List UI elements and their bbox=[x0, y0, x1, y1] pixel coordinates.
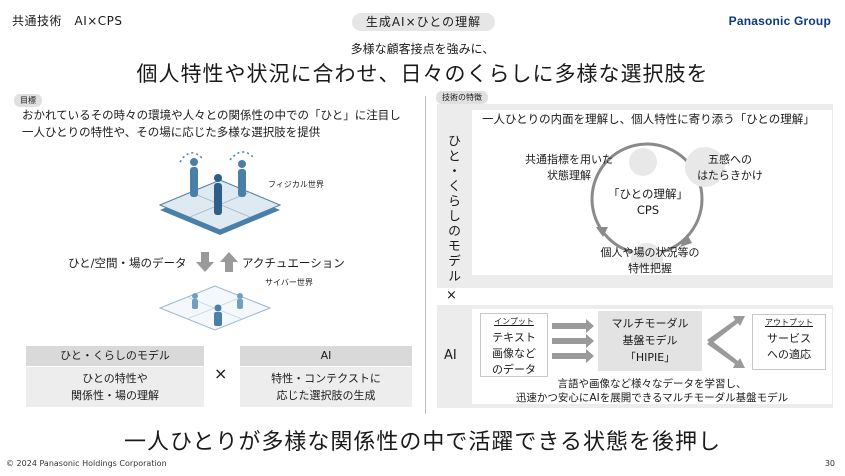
goal-text: おかれているその時々の環境や人々との関係性の中での「ひと」に注目し 一人ひとりの… bbox=[22, 107, 401, 141]
avatar-figure-3 bbox=[237, 293, 243, 309]
footer-copyright: © 2024 Panasonic Holdings Corporation bbox=[6, 459, 167, 468]
human-model-caption: 一人ひとりの内面を理解し、個人特性に寄り添う「ひとの理解」 bbox=[482, 112, 815, 126]
node-right-line-1: 五感への bbox=[708, 153, 752, 166]
cyber-world-illustration bbox=[158, 285, 272, 331]
model-line-1: マルチモーダル bbox=[611, 317, 689, 330]
model-box-header: ひと・くらしのモデル bbox=[26, 346, 204, 366]
node-bubble bbox=[631, 243, 663, 267]
node-characteristics: 個人や場の状況等の 特性把握 bbox=[580, 245, 720, 277]
physical-world-illustration bbox=[158, 151, 282, 235]
data-actuation-arrows bbox=[196, 252, 238, 272]
hipie-model-box: マルチモーダル 基盤モデル 「HIPIE」 bbox=[598, 311, 702, 371]
person-figure-1 bbox=[190, 158, 198, 197]
output-box: アウトプット サービス への適応 bbox=[752, 314, 826, 370]
center-line-1: 「ひとの理解」 bbox=[607, 187, 689, 201]
center-line-2: CPS bbox=[636, 203, 660, 217]
model-line-2: 基盤モデル bbox=[622, 334, 678, 347]
human-model-vertical-label: ひと・くらしのモデル bbox=[445, 134, 460, 284]
node-bubble bbox=[685, 147, 725, 187]
arrow-right-icon bbox=[552, 334, 594, 348]
goal-text-line-1: おかれているその時々の環境や人々との関係性の中での「ひと」に注目し bbox=[22, 108, 401, 122]
input-box: インプット テキスト 画像など のデータ bbox=[480, 313, 548, 377]
header-left-label: 共通技術 AI×CPS bbox=[12, 14, 123, 28]
ai-box-header: AI bbox=[240, 346, 412, 366]
section-divider bbox=[425, 96, 426, 414]
ai-body-line-1: 特性・コンテクストに bbox=[271, 372, 381, 385]
output-line-2: への適応 bbox=[767, 348, 811, 361]
ai-body-line-2: 応じた選択肢の生成 bbox=[276, 389, 376, 402]
node-bubble bbox=[629, 148, 657, 176]
model-line-3: 「HIPIE」 bbox=[624, 351, 676, 364]
output-tag: アウトプット bbox=[765, 318, 813, 327]
input-line-1: テキスト bbox=[492, 331, 536, 344]
cycle-diagram bbox=[590, 142, 725, 267]
feature-section-label: 技術の特徴 bbox=[436, 91, 488, 104]
arrow-up-right-icon bbox=[707, 316, 745, 344]
arrow-right-icon bbox=[552, 319, 594, 333]
input-arrows bbox=[552, 319, 594, 363]
node-bottom-line-2: 特性把握 bbox=[628, 262, 672, 275]
node-left-line-1: 共通指標を用いた bbox=[525, 153, 613, 166]
input-tag: インプット bbox=[494, 317, 534, 326]
page-number: 30 bbox=[824, 459, 835, 468]
node-right-line-2: はたらきかけ bbox=[697, 169, 763, 182]
actuation-label: アクチュエーション bbox=[242, 256, 345, 270]
node-common-index: 共通指標を用いた 状態理解 bbox=[517, 152, 621, 184]
arrow-down-right-icon bbox=[707, 340, 745, 368]
avatar-figure-1 bbox=[192, 293, 198, 309]
header-center-pill: 生成AI×ひとの理解 bbox=[352, 13, 495, 31]
cross-symbol: × bbox=[214, 364, 228, 383]
output-line-1: サービス bbox=[767, 332, 811, 345]
arrow-right-icon bbox=[552, 349, 594, 363]
physical-world-label: フィジカル世界 bbox=[268, 180, 324, 189]
person-figure-3 bbox=[238, 160, 246, 197]
page-subtitle: 多様な顧客接点を強みに、 bbox=[350, 42, 495, 56]
model-body-line-1: ひとの特性や bbox=[82, 372, 148, 385]
bottom-message: 一人ひとりが多様な関係性の中で活躍できる状態を後押し bbox=[124, 430, 721, 455]
cycle-arrow-icon bbox=[596, 227, 608, 237]
node-five-senses: 五感への はたらきかけ bbox=[680, 152, 780, 184]
page-title: 個人特性や状況に合わせ、日々のくらしに多様な選択肢を bbox=[136, 62, 709, 86]
cycle-arrow-icon bbox=[680, 234, 692, 247]
ai-panel-label: AI bbox=[444, 348, 457, 363]
person-figure-2 bbox=[214, 174, 222, 215]
brand-logo: Panasonic Group bbox=[728, 14, 831, 28]
cross-symbol-right: × bbox=[446, 288, 457, 303]
model-box-body: ひとの特性や 関係性・場の理解 bbox=[26, 367, 204, 407]
avatar-figure-2 bbox=[214, 304, 222, 326]
goal-section-label: 目標 bbox=[14, 94, 42, 107]
input-line-2: 画像など bbox=[492, 347, 536, 360]
cycle-center-label: 「ひとの理解」 CPS bbox=[600, 186, 696, 218]
cyber-world-label: サイバー世界 bbox=[265, 278, 313, 287]
ai-caption-line-2: 迅速かつ安心にAIを展開できるマルチモーダル基盤モデル bbox=[515, 392, 789, 404]
goal-text-line-2: 一人ひとりの特性や、その場に応じた多様な選択肢を提供 bbox=[22, 125, 321, 139]
ai-box-body: 特性・コンテクストに 応じた選択肢の生成 bbox=[240, 367, 412, 407]
input-line-3: のデータ bbox=[492, 363, 536, 376]
node-left-line-2: 状態理解 bbox=[547, 169, 591, 182]
data-label: ひと/空間・場のデータ bbox=[68, 256, 187, 270]
arrow-down-icon bbox=[196, 252, 214, 272]
model-body-line-2: 関係性・場の理解 bbox=[71, 389, 159, 402]
arrow-up-icon bbox=[220, 252, 238, 272]
ai-caption-line-1: 言語や画像など様々なデータを学習し、 bbox=[557, 378, 747, 390]
output-arrows bbox=[707, 316, 745, 368]
node-bottom-line-1: 個人や場の状況等の bbox=[600, 246, 700, 259]
ai-panel-caption: 言語や画像など様々なデータを学習し、 迅速かつ安心にAIを展開できるマルチモーダ… bbox=[472, 377, 832, 405]
